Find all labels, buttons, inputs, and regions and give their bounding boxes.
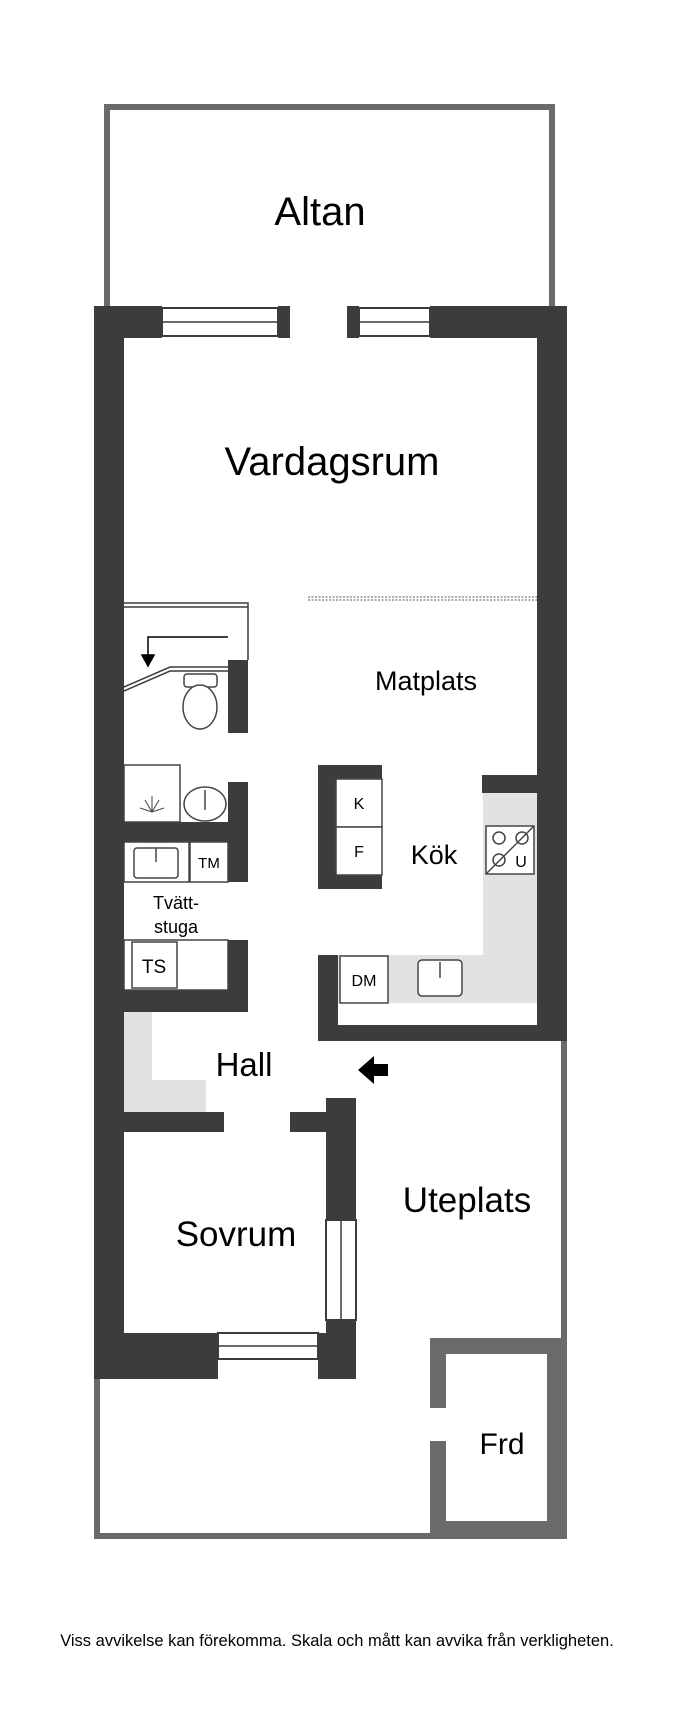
outer-walls: [94, 306, 567, 1379]
drying-cabinet-ts: TS: [123, 939, 229, 991]
room-label-tvattstuga-2: stuga: [154, 917, 199, 937]
window-bedroom-bottom: [217, 1332, 319, 1360]
window-top-left: [161, 307, 279, 337]
balcony-outline: [104, 104, 555, 308]
dishwasher-dm: DM: [339, 955, 389, 1004]
fridge-k: K: [335, 778, 383, 828]
fridge-label: K: [354, 796, 365, 813]
shower-outline: [123, 602, 249, 692]
room-label-matplats: Matplats: [375, 666, 477, 696]
room-label-tvattstuga-1: Tvätt-: [153, 893, 199, 913]
disclaimer-text: Viss avvikelse kan förekomma. Skala och …: [60, 1632, 614, 1650]
room-label-hall: Hall: [216, 1046, 273, 1083]
room-label-frd: Frd: [480, 1428, 525, 1461]
freezer-label: F: [354, 844, 364, 861]
dishwasher-label: DM: [352, 973, 377, 990]
laundry-sink-icon: [123, 841, 190, 883]
dryer-label: TM: [198, 855, 220, 872]
entrance-arrow-icon: [358, 1056, 388, 1084]
dryer-tm: TM: [189, 841, 229, 883]
stove-u: U: [485, 825, 535, 875]
hall-floor: [124, 1012, 206, 1112]
arrow-icon: [140, 636, 228, 668]
freezer-f: F: [335, 826, 383, 876]
bedroom-walls: [94, 1098, 356, 1379]
drying-cabinet-label: TS: [142, 957, 166, 978]
outdoor-walls: [94, 1041, 567, 1539]
room-label-altan: Altan: [274, 190, 365, 234]
room-label-uteplats: Uteplats: [403, 1181, 531, 1220]
bathroom-walls: [124, 660, 248, 1012]
kitchen-sink-icon: [417, 959, 463, 997]
window-bedroom-side: [325, 1219, 357, 1321]
toilet-icon: [182, 673, 218, 730]
room-label-vardagsrum: Vardagsrum: [225, 440, 440, 484]
stove-label: U: [515, 854, 527, 871]
room-label-sovrum: Sovrum: [176, 1215, 297, 1254]
washbasin-icon: [123, 764, 227, 823]
shower-drain-icon: [139, 796, 165, 813]
window-top-right: [358, 307, 431, 337]
room-label-kok: Kök: [411, 840, 458, 870]
